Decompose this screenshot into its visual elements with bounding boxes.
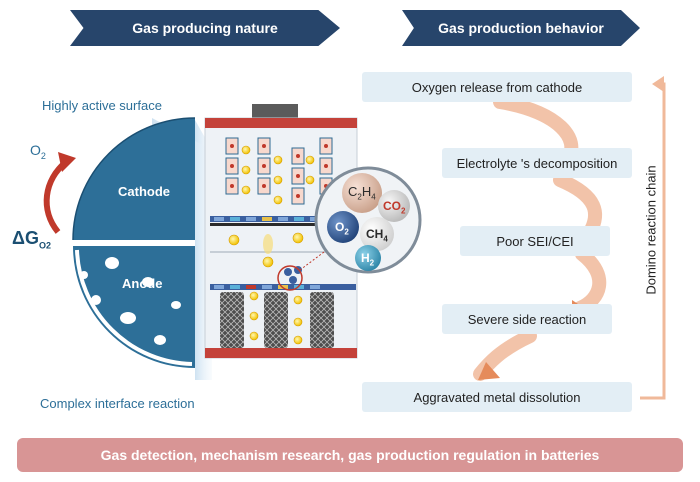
step-aggravated-metal-dissolution: Aggravated metal dissolution [362,382,632,412]
lithium-ions [228,145,315,345]
step-oxygen-release: Oxygen release from cathode [362,72,632,102]
o2-release-arrow [43,159,68,234]
co2-label: CO2 [383,199,406,216]
banner-left-label: Gas producing nature [132,20,278,36]
banner-right-label: Gas production behavior [438,20,604,36]
surface-outline [72,117,196,241]
o2-label: O2 [30,142,46,161]
h2-bubble [355,245,381,271]
cathode-label: Cathode [118,184,170,199]
o2-gas-label: O2 [335,220,349,237]
anode-rim [75,249,193,366]
highly-active-surface-label: Highly active surface [42,98,162,113]
battery-top-cap [205,118,357,128]
complex-interface-label: Complex interface reaction [40,396,195,411]
anode-gas-spot [277,265,303,291]
c2h4-bubble [342,173,382,213]
bottom-summary-text: Gas detection, mechanism research, gas p… [100,447,600,463]
banner-gas-producing-nature: Gas producing nature [70,10,340,46]
battery-bottom-cap [205,348,357,358]
chain-arrowhead [652,76,664,92]
flow-arrow-2 [553,173,603,239]
anode-label: Anode [122,276,163,291]
banner-gas-production-behavior: Gas production behavior [402,10,640,46]
ch4-label: CH4 [366,227,388,244]
step-severe-side-reaction: Severe side reaction [442,304,612,334]
flow-arrow-3 [573,247,607,315]
cathode-shape [73,118,195,240]
anode-mesh [220,292,334,348]
step-poor-sei-cei: Poor SEI/CEI [460,226,610,256]
glow [263,234,273,254]
c2h4-label: C2H4 [348,184,376,202]
cathode-crystals [225,137,333,205]
anode-pits [80,257,181,345]
bottom-summary-bar: Gas detection, mechanism research, gas p… [17,438,683,472]
battery-terminal [252,104,298,118]
delta-g-label: ΔGO2 [12,228,51,251]
h2-label: H2 [361,251,375,268]
co2-bubble [378,190,410,222]
ch4-bubble [360,217,394,251]
o2-bubble [327,211,359,243]
domino-chain-label: Domino reaction chain [643,165,659,295]
step-electrolyte-decomposition: Electrolyte 's decomposition [442,148,632,178]
